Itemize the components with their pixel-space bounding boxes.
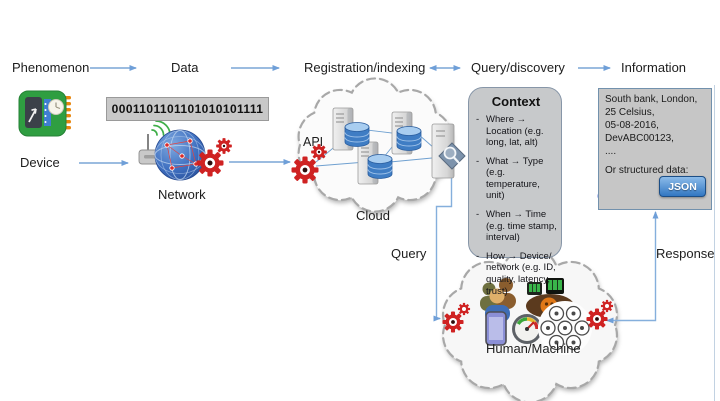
cloud-dashed-outline (441, 246, 619, 401)
human-machine-label: Human/Machine (486, 341, 581, 356)
cloud-dashed-outline (297, 77, 453, 213)
binary-data-box: 0001101101101010101111 (106, 97, 269, 121)
context-item: How → Device/ network (e.g. ID, quality,… (476, 251, 558, 297)
hm-right-gear-icon (586, 299, 614, 330)
search-icon (438, 142, 466, 170)
structured-data-label: Or structured data: (605, 165, 689, 176)
database-icon (367, 154, 393, 179)
cloud-label: Cloud (356, 208, 390, 223)
info-line: .... (605, 146, 617, 157)
flow-label-query-discovery: Query/discovery (471, 60, 565, 75)
json-badge: JSON (659, 176, 706, 197)
network-label: Network (158, 187, 206, 202)
database-icon (396, 126, 422, 151)
flow-arrows (79, 65, 611, 166)
globe-icon (154, 129, 206, 181)
info-line: South bank, London, (605, 94, 698, 105)
network-gear-icon (196, 138, 232, 177)
context-item: When → Time (e.g. time stamp, interval) (476, 209, 558, 244)
flow-label-phenomenon: Phenomenon (12, 60, 90, 75)
database-icon (344, 122, 370, 147)
gauge-icon (512, 314, 542, 344)
query-label: Query (391, 246, 427, 261)
sensor-device-icon (18, 90, 71, 137)
api-label: API (303, 135, 324, 149)
context-item: What → Type (e.g. temperature, unit) (476, 156, 558, 202)
response-connector (606, 211, 659, 324)
iot-circles-icon (538, 301, 592, 355)
flow-label-registration: Registration/indexing (304, 60, 426, 75)
wifi-icon (151, 120, 171, 136)
response-label: Response (656, 246, 715, 261)
query-connector (433, 168, 453, 322)
context-title: Context (491, 94, 541, 109)
info-line: DevABC00123, (605, 133, 674, 144)
info-line: 05-08-2016, (605, 120, 659, 131)
binary-string: 0001101101101010101111 (111, 102, 264, 116)
context-item: Where → Location (e.g. long, lat, alt) (476, 114, 558, 149)
flow-label-information: Information (621, 60, 687, 75)
device-label: Device (20, 155, 60, 170)
api-gear-icon (291, 144, 327, 184)
page-edge-line (714, 85, 715, 401)
smartphone-icon (485, 311, 507, 346)
flow-label-data: Data (171, 60, 199, 75)
context-box: Context Where → Location (e.g. long, lat… (468, 87, 562, 297)
info-line: 25 Celsius, (605, 107, 655, 118)
hm-left-gear-icon (442, 302, 471, 333)
